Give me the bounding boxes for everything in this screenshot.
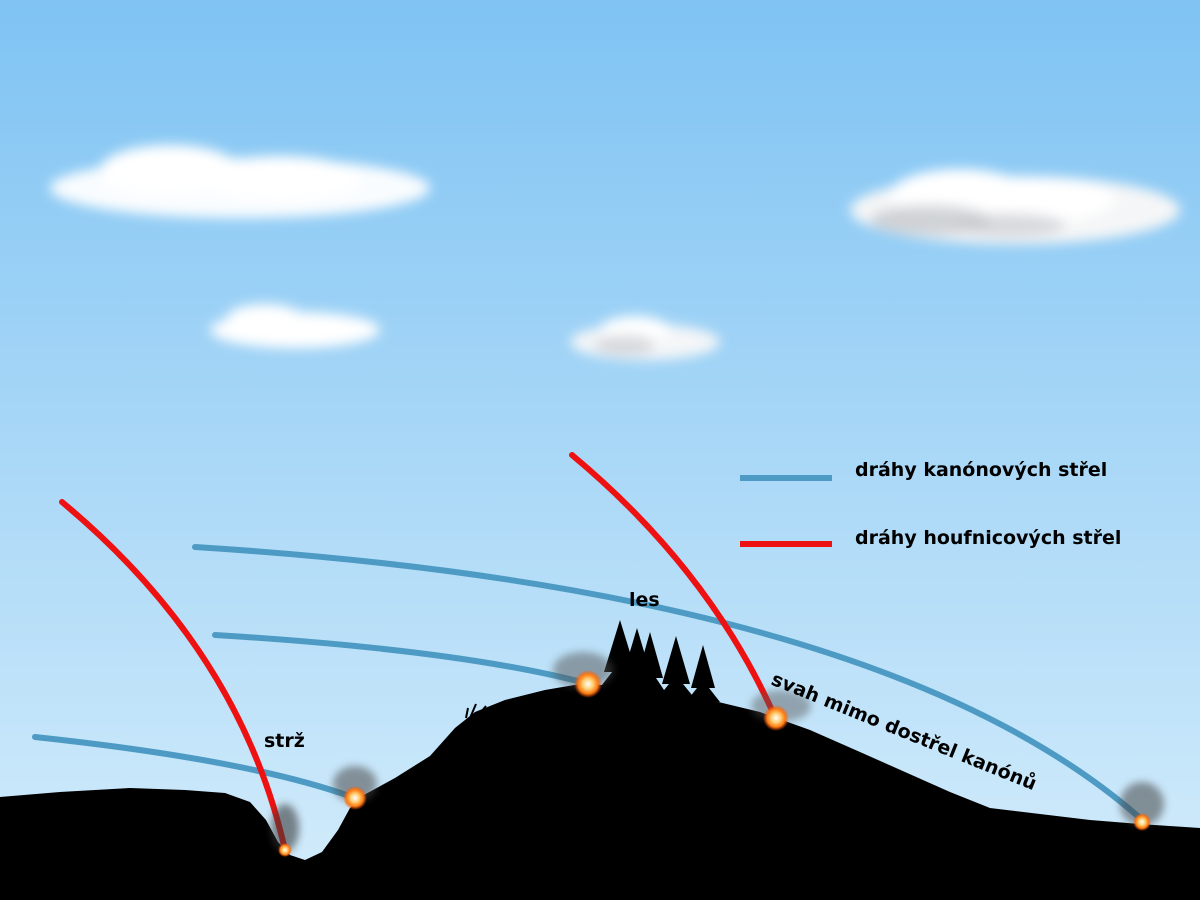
forest-label: les bbox=[629, 589, 660, 611]
clouds bbox=[50, 145, 1180, 360]
cannon-trajectory bbox=[212, 632, 588, 686]
cannon-trajectory bbox=[192, 544, 1143, 821]
legend: dráhy kanónových střel dráhy houfnicovýc… bbox=[740, 459, 1121, 549]
explosions bbox=[271, 652, 1164, 857]
explosion bbox=[751, 690, 811, 731]
cloud bbox=[570, 316, 720, 360]
tree-icon bbox=[656, 636, 696, 700]
terrain bbox=[0, 684, 1200, 900]
howitzer-trajectory bbox=[59, 499, 288, 853]
grass-tuft-icon bbox=[465, 703, 497, 719]
cloud bbox=[210, 304, 380, 348]
tree-icon bbox=[632, 632, 668, 696]
tree-icon bbox=[598, 620, 642, 690]
tree-icon bbox=[617, 628, 657, 694]
cannon-trajectory bbox=[32, 734, 355, 800]
legend-howitzer-label: dráhy houfnicových střel bbox=[855, 527, 1121, 549]
explosion bbox=[1120, 782, 1164, 831]
howitzer-trajectory bbox=[569, 452, 778, 720]
explosion bbox=[553, 652, 613, 698]
cloud bbox=[850, 169, 1180, 244]
howitzer-trajectories bbox=[59, 452, 778, 853]
explosion bbox=[271, 804, 299, 857]
explosion bbox=[333, 766, 377, 810]
cloud bbox=[50, 145, 430, 218]
legend-cannon-label: dráhy kanónových střel bbox=[855, 459, 1107, 481]
forest bbox=[465, 620, 720, 719]
tree-icon bbox=[686, 645, 720, 702]
ravine-label: strž bbox=[264, 730, 305, 752]
cannon-trajectories bbox=[32, 544, 1143, 821]
